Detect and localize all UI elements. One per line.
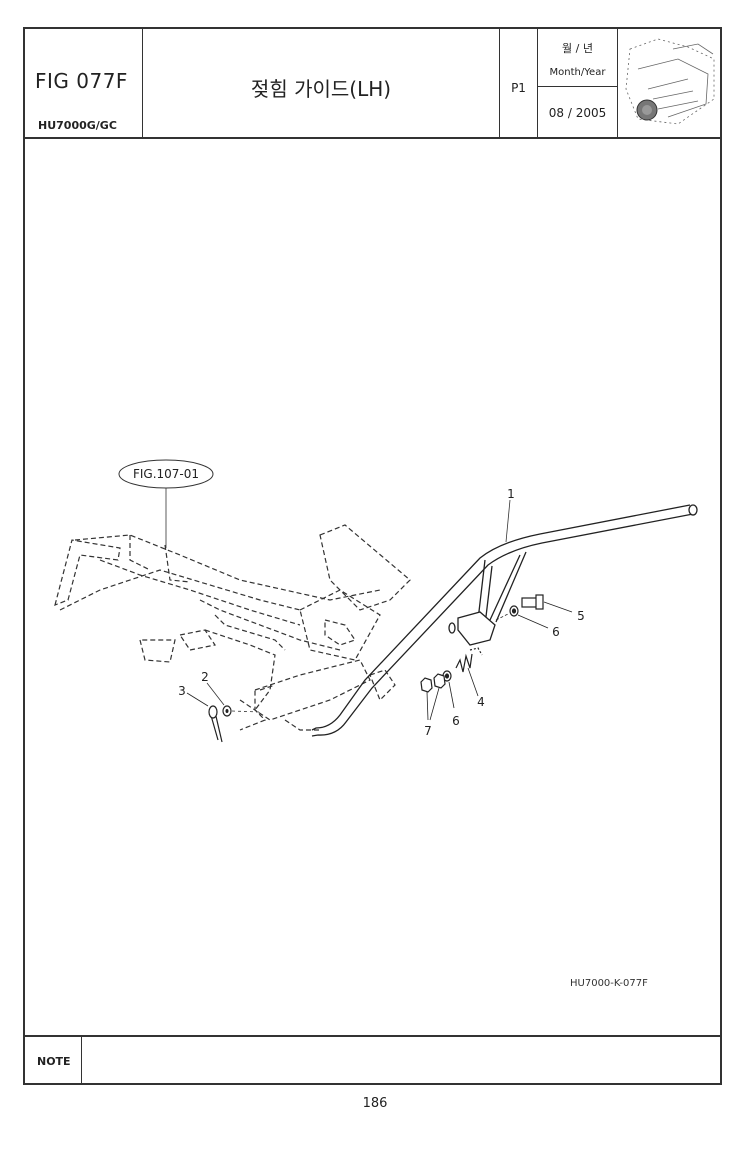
drawing-code: HU7000-K-077F — [570, 978, 648, 989]
callout-5: 5 — [577, 609, 585, 623]
date-cell: 월 / 년 Month/Year 08 / 2005 — [538, 29, 618, 137]
fig-reference-label: FIG.107-01 — [133, 467, 199, 481]
date-label-en: Month/Year — [549, 67, 606, 78]
callout-6b: 6 — [452, 714, 460, 728]
washer-part-6 — [442, 605, 549, 709]
fig-code: FIG 077F — [35, 69, 128, 93]
guide-rail-part-1 — [311, 504, 698, 737]
machine-thumbnail — [618, 29, 720, 137]
spring-part-4 — [455, 647, 483, 697]
title-cell: 젖힘 가이드(LH) — [143, 29, 500, 137]
frame-assembly — [54, 524, 411, 731]
fig-cell: FIG 077F HU7000G/GC — [25, 29, 143, 137]
callout-7: 7 — [424, 724, 432, 738]
page-label: P1 — [511, 81, 526, 95]
fig-reference-callout: FIG.107-01 — [118, 459, 214, 548]
machine-thumbnail-image — [625, 38, 715, 125]
date-label-kr: 월 / 년 — [562, 42, 593, 55]
date-divider — [538, 86, 617, 87]
model-code: HU7000G/GC — [38, 119, 117, 132]
callout-3: 3 — [178, 684, 186, 698]
header-table: FIG 077F HU7000G/GC 젖힘 가이드(LH) P1 월 / 년 … — [25, 29, 720, 139]
callout-6a: 6 — [552, 625, 560, 639]
bolt-part-5 — [521, 594, 573, 613]
page-number: 186 — [362, 1096, 388, 1111]
callout-2: 2 — [201, 670, 209, 684]
note-label-cell: NOTE — [25, 1037, 82, 1085]
callout-1: 1 — [507, 487, 515, 501]
washer-part-2 — [206, 682, 261, 717]
callout-4: 4 — [477, 695, 485, 709]
nut-part-7 — [420, 673, 446, 721]
note-label: NOTE — [37, 1055, 71, 1068]
split-pin-part-3 — [186, 692, 223, 743]
note-row: NOTE — [25, 1035, 720, 1085]
leader-line-1 — [505, 499, 511, 543]
date-value: 08 / 2005 — [548, 106, 607, 120]
page-frame: FIG 077F HU7000G/GC 젖힘 가이드(LH) P1 월 / 년 … — [23, 27, 722, 1085]
page-cell: P1 — [500, 29, 538, 137]
page-title: 젖힘 가이드(LH) — [250, 77, 392, 101]
